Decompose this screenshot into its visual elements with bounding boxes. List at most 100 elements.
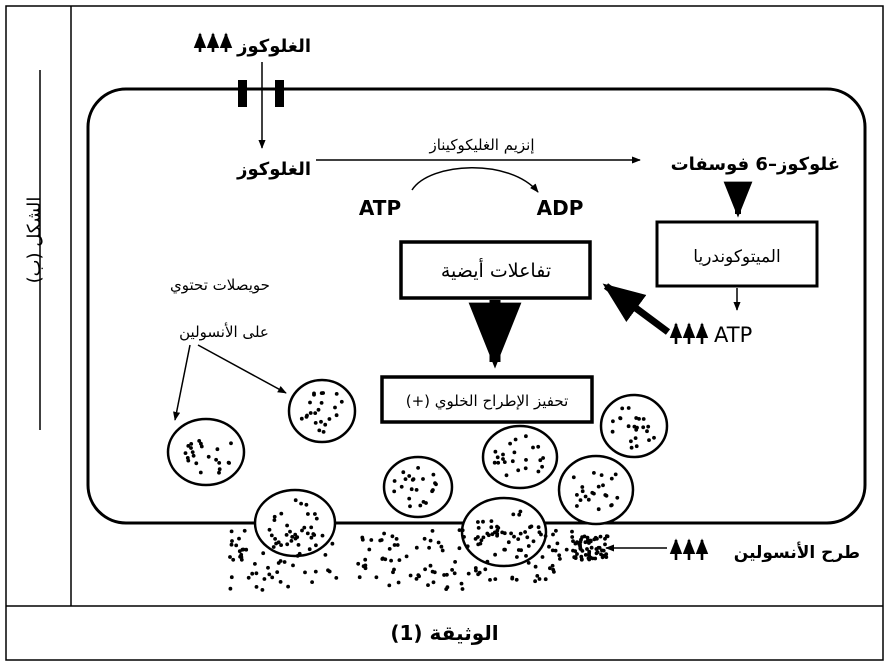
insulin-granule	[537, 577, 542, 581]
insulin-granule	[603, 542, 607, 547]
insulin-granule	[369, 538, 374, 542]
insulin-granule	[260, 588, 265, 592]
insulin-granule	[312, 533, 317, 537]
insulin-granule	[300, 528, 304, 533]
insulin-granule	[598, 534, 603, 539]
exocytosis-box	[380, 375, 594, 424]
insulin-granule	[380, 557, 385, 561]
insulin-granule	[571, 548, 575, 553]
insulin-granule	[528, 525, 532, 530]
insulin-granule	[506, 540, 511, 545]
insulin-granule	[476, 526, 481, 530]
increase-icon	[669, 322, 709, 344]
insulin-granule	[382, 531, 386, 536]
side-label: الشكل (ب)	[24, 197, 45, 284]
insulin-vesicle	[557, 454, 635, 526]
insulin-granule	[593, 535, 598, 540]
insulin-granule	[394, 537, 399, 541]
insulin-granule	[431, 580, 436, 585]
insulin-granule	[397, 558, 402, 562]
insulin-granule	[462, 535, 466, 539]
insulin-granule	[271, 545, 276, 549]
insulin-granule	[512, 534, 516, 539]
glucose-channel-right	[275, 80, 284, 107]
insulin-granule	[436, 540, 441, 545]
insulin-vesicle	[599, 393, 669, 459]
mitochondria-box	[655, 220, 819, 288]
insulin-granule	[457, 546, 462, 551]
insulin-granule	[575, 552, 579, 556]
insulin-granule	[539, 532, 543, 537]
insulin-granule	[551, 567, 556, 572]
insulin-granule	[408, 573, 413, 578]
insulin-granule	[460, 528, 465, 533]
insulin-granule	[551, 532, 555, 537]
insulin-granule	[303, 570, 307, 575]
insulin-granule	[600, 555, 605, 560]
insulin-granule	[426, 583, 430, 587]
insulin-granule	[229, 575, 234, 580]
insulin-granule	[601, 548, 606, 553]
insulin-granule	[466, 571, 471, 576]
insulin-granule	[526, 561, 531, 565]
insulin-granule	[269, 533, 274, 538]
insulin-granule	[285, 542, 290, 547]
insulin-granule	[579, 557, 584, 562]
insulin-granule	[430, 529, 435, 533]
insulin-granule	[389, 558, 393, 563]
insulin-vesicle	[253, 488, 337, 558]
insulin-granule	[246, 575, 251, 580]
insulin-granule	[242, 528, 247, 533]
insulin-granule	[493, 577, 498, 581]
insulin-granule	[244, 547, 249, 552]
insulin-granule	[356, 561, 361, 566]
insulin-granule	[604, 552, 609, 556]
insulin-granule	[587, 549, 592, 554]
glucose6p-label: غلوكوز–6 فوسفات	[671, 154, 840, 175]
insulin-vesicle	[287, 378, 357, 444]
insulin-granule	[477, 570, 482, 575]
insulin-granule	[460, 587, 465, 591]
insulin-granule	[240, 547, 245, 552]
insulin-granule	[579, 537, 583, 542]
insulin-granule	[599, 552, 603, 557]
insulin-granule	[558, 557, 562, 561]
insulin-granule	[573, 556, 578, 560]
metabolic-reactions-box	[399, 240, 592, 300]
insulin-granule	[253, 562, 257, 566]
insulin-granule	[254, 571, 259, 576]
insulin-granule	[579, 554, 584, 559]
insulin-granule	[307, 547, 312, 552]
insulin-granule	[310, 580, 314, 584]
increase-icon	[669, 538, 709, 560]
insulin-granule	[238, 554, 243, 559]
insulin-granule	[422, 536, 427, 541]
vesicles-label-line2: على الأنسولين	[179, 322, 269, 341]
insulin-granule	[515, 555, 519, 559]
insulin-granule	[575, 540, 579, 545]
insulin-granule	[459, 581, 464, 586]
insulin-granule	[387, 583, 392, 588]
insulin-granule	[531, 539, 536, 544]
insulin-granule	[229, 542, 234, 547]
insulin-granule	[416, 573, 421, 577]
insulin-granule	[262, 577, 267, 581]
insulin-granule	[428, 563, 433, 568]
increase-icon	[193, 32, 233, 52]
insulin-granule	[502, 547, 507, 552]
insulin-granule	[442, 573, 446, 577]
insulin-granule	[230, 539, 234, 543]
insulin-granule	[570, 535, 575, 539]
insulin-granule	[450, 568, 454, 572]
insulin-granule	[291, 563, 295, 568]
insulin-granule	[457, 528, 462, 532]
insulin-granule	[330, 541, 335, 546]
insulin-granule	[228, 555, 232, 559]
insulin-granule	[605, 534, 610, 539]
insulin-granule	[452, 571, 457, 576]
insulin-granule	[266, 565, 270, 570]
glucose-channel-left	[238, 80, 247, 107]
insulin-granule	[510, 576, 515, 581]
insulin-granule	[396, 580, 401, 585]
